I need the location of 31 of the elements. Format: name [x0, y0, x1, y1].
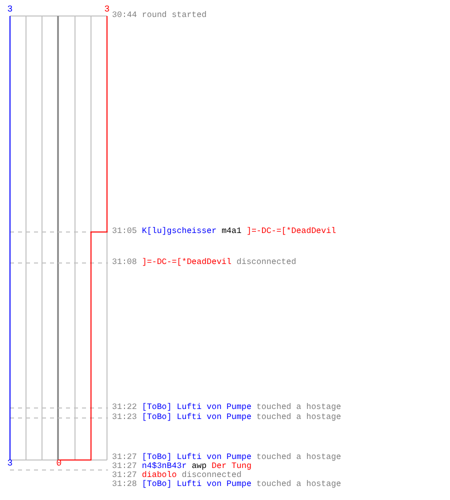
timestamp: 31:27	[112, 453, 137, 462]
player-name: Der Tung	[212, 462, 252, 471]
timestamp: 31:05	[112, 227, 137, 236]
count-number: 3	[7, 6, 13, 14]
event-text: touched a hostage	[256, 413, 342, 422]
timestamp: 31:27	[112, 462, 137, 471]
player-name: ]=-DC-=[*DeadDevil	[246, 227, 336, 236]
event-text: touched a hostage	[256, 403, 342, 412]
event-text: touched a hostage	[256, 480, 342, 489]
timestamp: 31:27	[112, 471, 137, 480]
count-number: 3	[7, 460, 13, 468]
event-text: touched a hostage	[256, 453, 342, 462]
player-name: n4$3nB43r	[142, 462, 187, 471]
timestamp: 31:28	[112, 480, 137, 489]
player-name: K[lu]gscheisser	[142, 227, 217, 236]
player-name: ]=-DC-=[*DeadDevil	[142, 258, 232, 267]
event-text: round started	[142, 11, 207, 20]
player-name: diabolo	[142, 471, 177, 480]
timestamp: 31:23	[112, 413, 137, 422]
event-text: disconnected	[236, 258, 296, 267]
player-name: [ToBo] Lufti von Pumpe	[142, 413, 252, 422]
player-name: [ToBo] Lufti von Pumpe	[142, 480, 252, 489]
timestamp: 31:22	[112, 403, 137, 412]
player-name: awp	[192, 462, 207, 471]
timestamp: 31:08	[112, 258, 137, 267]
player-name: [ToBo] Lufti von Pumpe	[142, 453, 252, 462]
event-text: disconnected	[182, 471, 242, 480]
player-name: m4a1	[222, 227, 242, 236]
timestamp: 30:44	[112, 11, 137, 20]
count-number: 3	[104, 6, 110, 14]
player-name: [ToBo] Lufti von Pumpe	[142, 403, 252, 412]
